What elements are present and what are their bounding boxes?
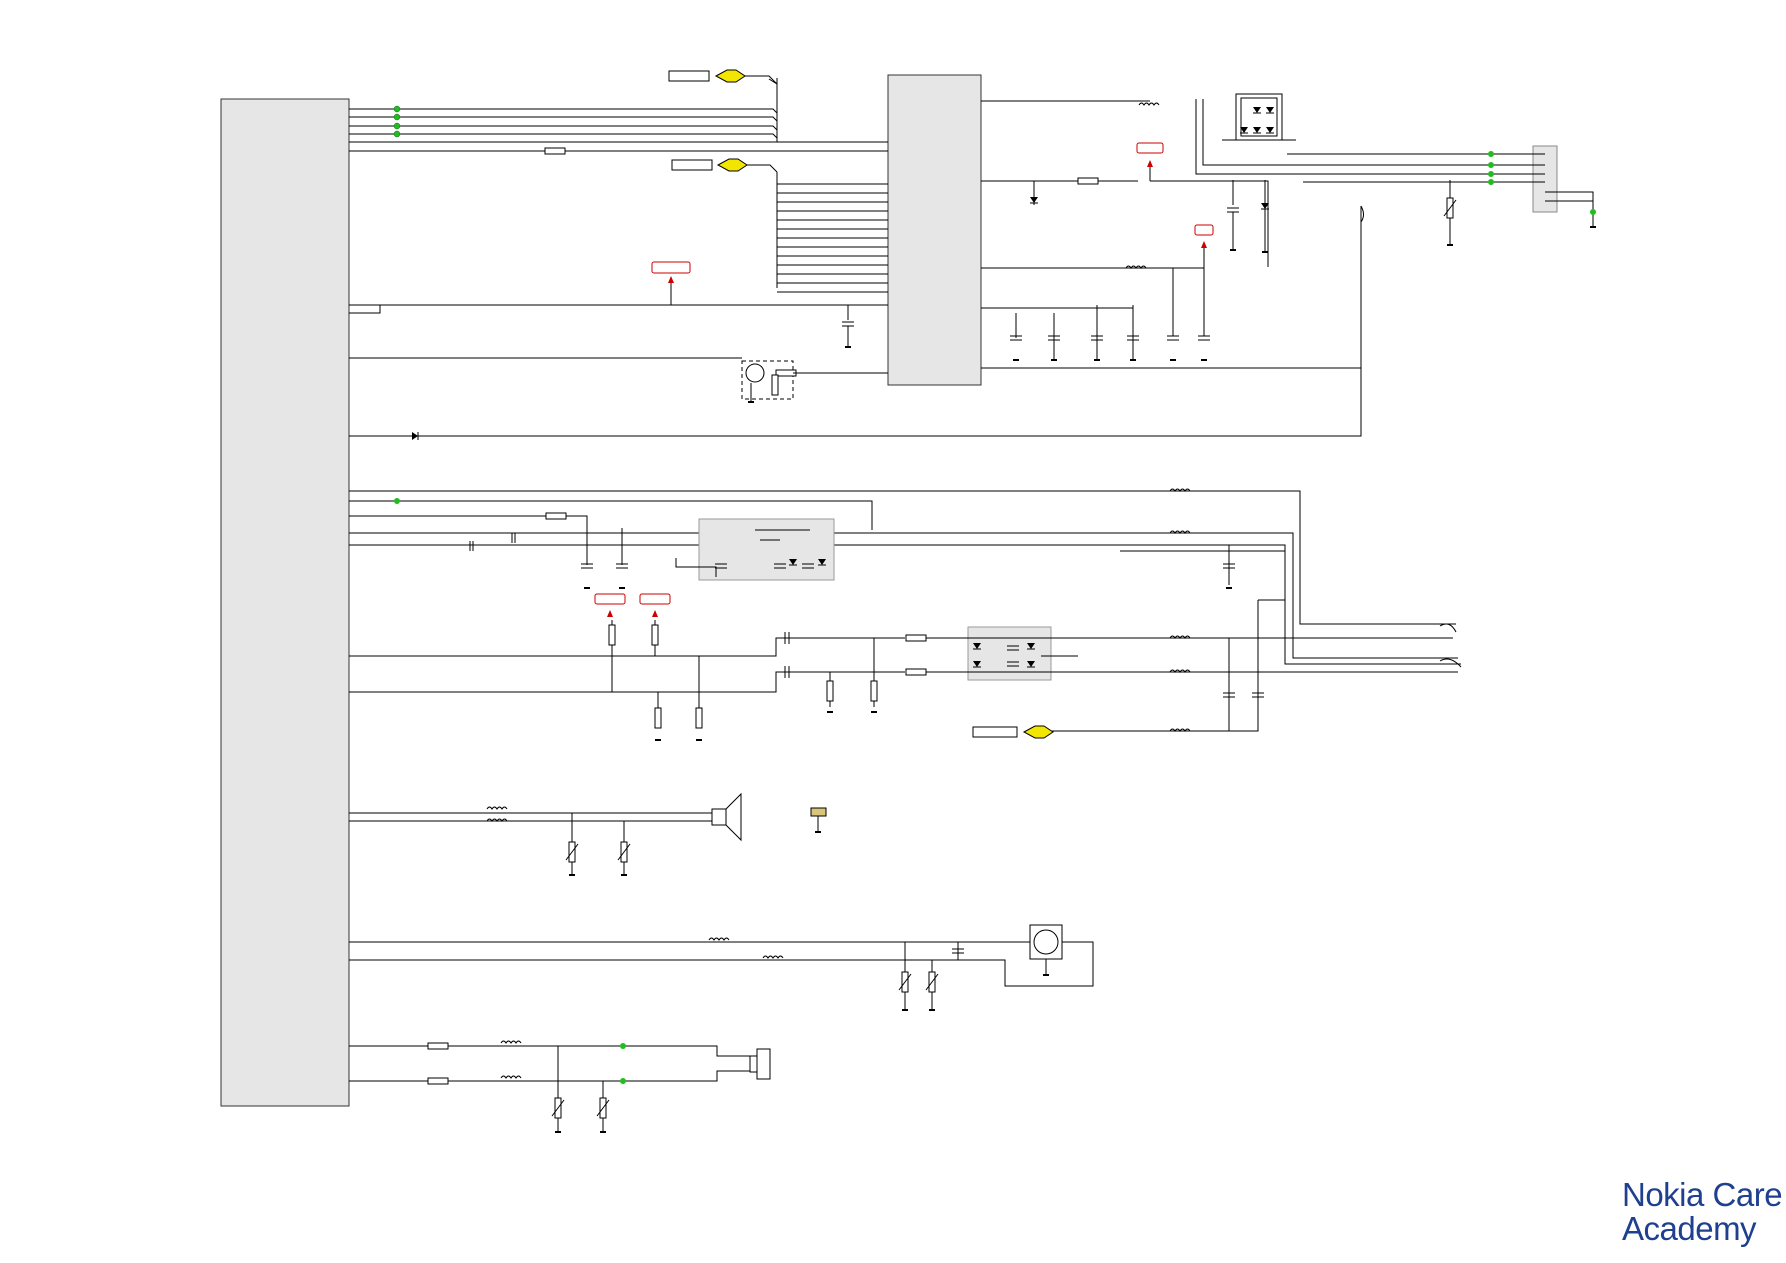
vibra-varistor-1 xyxy=(898,971,912,993)
interface-ic-block xyxy=(887,74,982,386)
net-pointer-low xyxy=(972,725,1054,739)
series-diode xyxy=(412,432,418,440)
vibra-filter-1 xyxy=(708,937,730,941)
series-resistor-mic-n xyxy=(905,668,927,676)
earpiece-resistor-2 xyxy=(427,1077,449,1085)
bias-resistor xyxy=(545,512,567,520)
test-point-flag-3 xyxy=(1194,224,1214,268)
main-ic-block xyxy=(220,98,350,1107)
mic-load-resistor-4 xyxy=(870,680,878,702)
bus-junctions-top xyxy=(393,105,401,138)
earpiece-varistor-2 xyxy=(596,1097,610,1119)
net-pointer-top xyxy=(668,69,778,85)
right-wire-stack xyxy=(1232,180,1451,252)
earpiece-varistor-1 xyxy=(551,1097,565,1119)
earpiece-filter-1 xyxy=(500,1040,522,1044)
shunt-caps-mid xyxy=(586,528,1230,585)
series-resistor-mic-p xyxy=(905,634,927,642)
supply-wire xyxy=(349,304,888,320)
vibra-varistor-2 xyxy=(925,971,939,993)
mic-bias-network xyxy=(349,620,905,727)
esd-array-low xyxy=(967,626,1078,681)
earpiece-resistor-1 xyxy=(427,1042,449,1050)
interface-right-wires xyxy=(981,100,1269,360)
coupling-capacitors xyxy=(469,533,516,551)
mic-load-resistor-1 xyxy=(654,707,662,729)
mic-bias-resistor-1 xyxy=(608,624,616,646)
vibra-filter-2 xyxy=(762,955,784,959)
earpiece xyxy=(349,1045,771,1082)
mic-bias-resistor-2 xyxy=(651,624,659,646)
system-connector xyxy=(1195,99,1597,228)
series-resistor xyxy=(544,147,566,155)
decoupling-cap-row xyxy=(1009,335,1211,361)
esd-array-mid xyxy=(675,518,835,581)
brand-logo: Nokia Care Academy xyxy=(1622,1176,1783,1247)
earpiece-esd xyxy=(557,1046,604,1098)
zener-diode xyxy=(1029,196,1039,204)
decoupling-capacitor xyxy=(841,321,855,327)
test-point-flag-5 xyxy=(639,593,671,617)
brand-line-1: Nokia Care xyxy=(1622,1176,1783,1213)
earpiece-filter-2 xyxy=(500,1075,522,1079)
filter-capacitor xyxy=(1226,207,1240,213)
test-point-flag-4 xyxy=(594,593,626,617)
bus-junction xyxy=(394,498,400,504)
data-bus-fan xyxy=(776,172,888,293)
speaker-filter-1 xyxy=(486,806,508,810)
net-pointer-mid xyxy=(671,158,778,173)
vibra-motor xyxy=(349,924,1094,987)
antenna-pad xyxy=(810,807,827,833)
test-point-flag-2 xyxy=(1136,142,1164,181)
mic-load-resistor-2 xyxy=(695,707,703,729)
ferrite-bead xyxy=(1138,102,1160,106)
test-point-flag-1 xyxy=(651,261,691,305)
speaker-varistor-1 xyxy=(565,841,579,863)
brand-line-2: Academy xyxy=(1622,1210,1757,1247)
bus-junction xyxy=(620,1043,626,1049)
top-bus-wires xyxy=(349,78,888,152)
sense-resistor xyxy=(1077,177,1099,185)
mic-load-resistor-3 xyxy=(826,680,834,702)
speaker xyxy=(349,792,742,842)
transistor-switch xyxy=(349,357,888,403)
bridge-rectifier xyxy=(1222,93,1296,141)
diode-return-wire xyxy=(349,206,1362,437)
mic-coupling-caps xyxy=(784,632,790,678)
speaker-esd xyxy=(571,813,625,842)
connector-contacts xyxy=(1439,623,1462,668)
speaker-varistor-2 xyxy=(617,841,631,863)
bus-junction xyxy=(620,1078,626,1084)
ntc-thermistor xyxy=(1443,197,1457,219)
vibra-protection xyxy=(904,942,959,972)
